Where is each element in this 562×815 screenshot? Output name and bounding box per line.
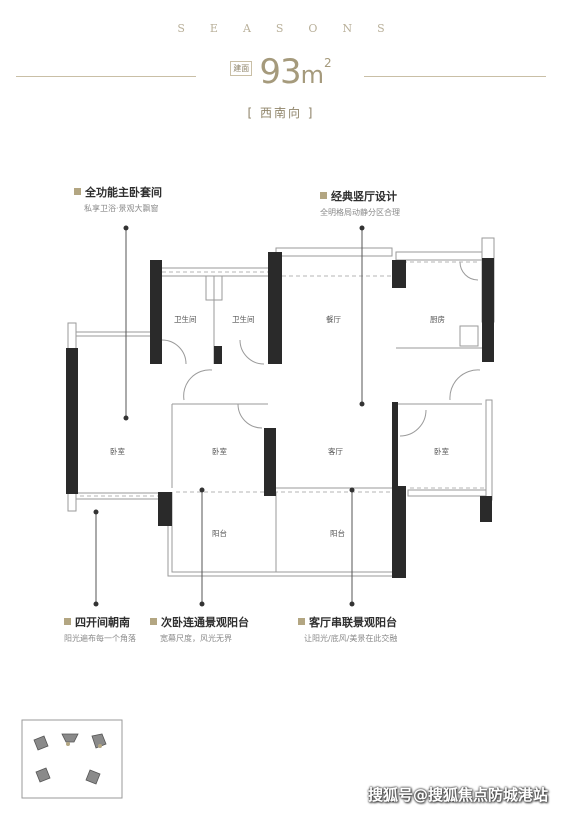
room-label-dining: 餐厅 bbox=[326, 315, 341, 324]
feature-title: 四开间朝南 bbox=[64, 614, 136, 630]
feature-title: 全功能主卧套间 bbox=[74, 184, 162, 200]
header-divider-left bbox=[16, 76, 196, 77]
area-display: 建面 93m2 bbox=[0, 52, 562, 92]
feature-balcony-link: 次卧连通景观阳台 宽幕尺度，风光无界 bbox=[150, 614, 249, 644]
room-label-balcony2: 阳台 bbox=[330, 529, 345, 538]
area-number: 93 bbox=[259, 52, 301, 92]
room-label-kitchen: 厨房 bbox=[430, 315, 445, 324]
bullet-square-icon bbox=[74, 188, 81, 195]
room-label-second-bedroom: 卧室 bbox=[212, 447, 227, 456]
bullet-square-icon bbox=[150, 618, 157, 625]
room-label-bath1: 卫生间 bbox=[174, 315, 197, 324]
feature-four-rooms: 四开间朝南 阳光遍布每一个角落 bbox=[64, 614, 136, 644]
bullet-square-icon bbox=[64, 618, 71, 625]
orientation-label: [ 西南向 ] bbox=[247, 106, 315, 120]
bullet-square-icon bbox=[320, 192, 327, 199]
feature-title: 次卧连通景观阳台 bbox=[150, 614, 249, 630]
feature-subtitle: 私享卫浴·景观大飘窗 bbox=[84, 204, 159, 213]
feature-subtitle: 让阳光/底风/美景在此交融 bbox=[304, 634, 398, 643]
area-unit: m bbox=[300, 61, 325, 89]
feature-subtitle: 宽幕尺度，风光无界 bbox=[160, 634, 232, 643]
room-label-master-bedroom: 卧室 bbox=[110, 447, 125, 456]
feature-living-design: 经典竖厅设计 全明格局动静分区合理 bbox=[320, 188, 400, 218]
feature-master-suite: 全功能主卧套间 私享卫浴·景观大飘窗 bbox=[74, 184, 162, 214]
header-divider-right bbox=[364, 76, 546, 77]
feature-living-balcony: 客厅串联景观阳台 让阳光/底风/美景在此交融 bbox=[298, 614, 397, 644]
feature-title: 经典竖厅设计 bbox=[320, 188, 400, 204]
room-label-third-bedroom: 卧室 bbox=[434, 447, 449, 456]
feature-subtitle: 阳光遍布每一个角落 bbox=[64, 634, 136, 643]
bullet-square-icon bbox=[298, 618, 305, 625]
room-label-living: 客厅 bbox=[328, 447, 343, 456]
feature-title: 客厅串联景观阳台 bbox=[298, 614, 397, 630]
watermark-text: 搜狐号@搜狐焦点防城港站 bbox=[367, 786, 548, 804]
room-label-balcony1: 阳台 bbox=[212, 529, 227, 538]
room-label-bath2: 卫生间 bbox=[232, 315, 255, 324]
area-unit-sup: 2 bbox=[324, 56, 332, 70]
area-prefix-badge: 建面 bbox=[230, 61, 253, 76]
feature-subtitle: 全明格局动静分区合理 bbox=[320, 208, 400, 217]
brand-title: SEASONS bbox=[177, 22, 410, 35]
